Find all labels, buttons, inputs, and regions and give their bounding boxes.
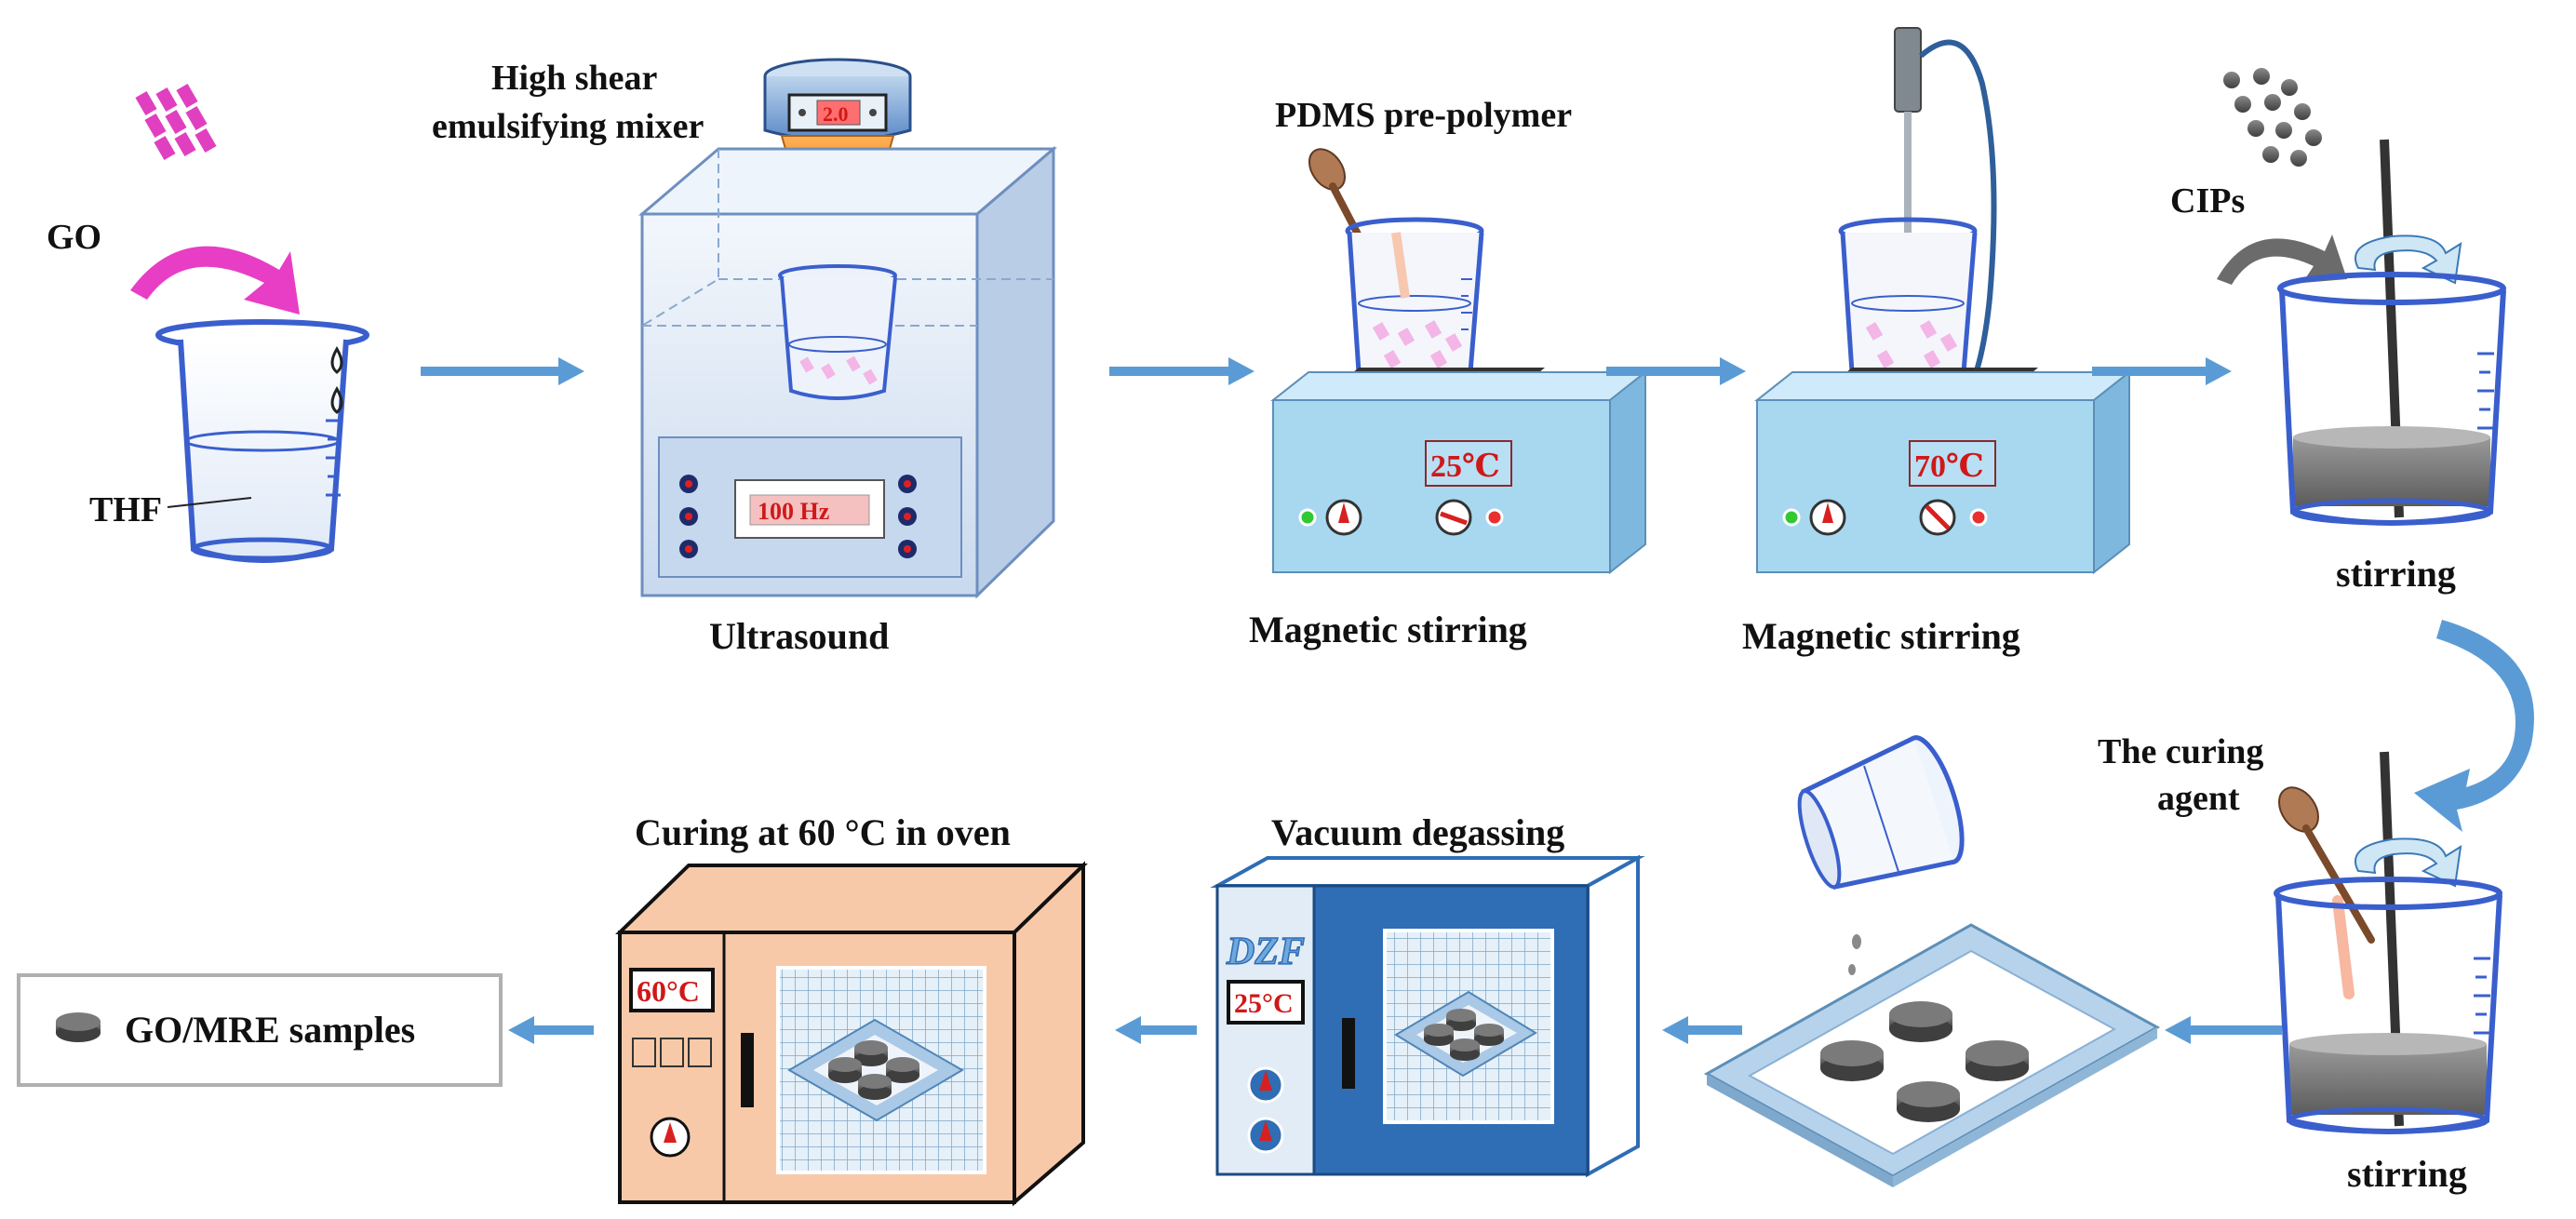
flow-arrow-6 xyxy=(2165,1016,2282,1044)
flow-arrow-1 xyxy=(421,357,584,385)
cips-label: CIPs xyxy=(2170,181,2245,221)
beaker-icon xyxy=(155,319,369,563)
rotation-arrow-icon xyxy=(2354,837,2462,888)
stirrer2-temp: 70℃ xyxy=(1914,449,1984,484)
magnetic1-label: Magnetic stirring xyxy=(1249,609,1527,650)
pdms-label: PDMS pre-polymer xyxy=(1275,96,1572,135)
magnetic2-label: Magnetic stirring xyxy=(1742,615,2020,657)
ultrasound-bath xyxy=(637,145,1058,599)
curing-label: Curing at 60 °C in oven xyxy=(635,811,1011,853)
drop-icon xyxy=(330,346,343,414)
flow-arrow-3 xyxy=(1606,357,1746,385)
flow-arrow-2 xyxy=(1109,357,1254,385)
sample-disk-icon xyxy=(56,1012,101,1042)
cips-pour-arrow xyxy=(2217,234,2347,285)
go-flakes xyxy=(135,83,217,161)
vacuum-label: Vacuum degassing xyxy=(1271,811,1564,853)
indicator-light-icon xyxy=(1485,508,1504,527)
rotation-arrow-icon xyxy=(2354,234,2462,285)
mixer-display: 2.0 xyxy=(823,102,849,126)
sample-disk-icon xyxy=(828,1040,919,1100)
mixer-icon xyxy=(763,58,912,387)
mixer-label-line1: High shear xyxy=(491,59,658,98)
flow-arrow-9 xyxy=(508,1016,594,1044)
curing-agent-label-line2: agent xyxy=(2157,779,2240,818)
go-pour-arrow xyxy=(130,246,300,315)
magnetic-stirrer-1 xyxy=(1270,368,1648,575)
stirrer1-temp: 25℃ xyxy=(1430,449,1500,484)
pouring-beaker xyxy=(1797,735,1965,890)
vacuum-oven xyxy=(1210,854,1645,1178)
magnetic-stirrer-2 xyxy=(1754,368,2132,575)
beaker-icon xyxy=(2277,272,2506,526)
indicator-light-icon xyxy=(1298,508,1317,527)
indicator-light-icon xyxy=(1782,508,1801,527)
samples-label: GO/MRE samples xyxy=(125,1009,415,1051)
sample-disk-icon xyxy=(1820,1001,2029,1122)
indicator-light-icon xyxy=(1969,508,1988,527)
beaker-icon xyxy=(1838,217,1978,382)
ultrasound-label: Ultrasound xyxy=(709,615,889,657)
flow-arrow-4 xyxy=(2092,357,2232,385)
beaker-icon xyxy=(2274,877,2502,1134)
mixer-label-line2: emulsifying mixer xyxy=(432,107,704,146)
curing-agent-label-line1: The curing xyxy=(2098,732,2263,771)
stirring1-label: stirring xyxy=(2336,553,2456,595)
thf-label: THF xyxy=(89,490,162,529)
vacuum-brand: DZF xyxy=(1226,931,1305,973)
vacuum-temp: 25°C xyxy=(1234,988,1294,1019)
flow-arrow-curved xyxy=(2414,620,2534,832)
sample-disk-icon xyxy=(1424,1009,1504,1061)
drip-drops xyxy=(1848,934,1861,975)
ultrasound-display: 100 Hz xyxy=(758,498,829,525)
curing-oven xyxy=(615,861,1088,1207)
mold-tray xyxy=(1703,923,2161,1187)
cips-particles xyxy=(2223,68,2322,167)
oven-temp: 60°C xyxy=(637,974,700,1008)
thf-pointer xyxy=(167,497,252,508)
flow-arrow-7 xyxy=(1662,1016,1742,1044)
stirring2-label: stirring xyxy=(2347,1153,2467,1195)
flow-arrow-8 xyxy=(1115,1016,1197,1044)
spoon-icon xyxy=(2278,786,2375,944)
go-label: GO xyxy=(47,218,101,257)
beaker-icon xyxy=(1345,217,1484,382)
